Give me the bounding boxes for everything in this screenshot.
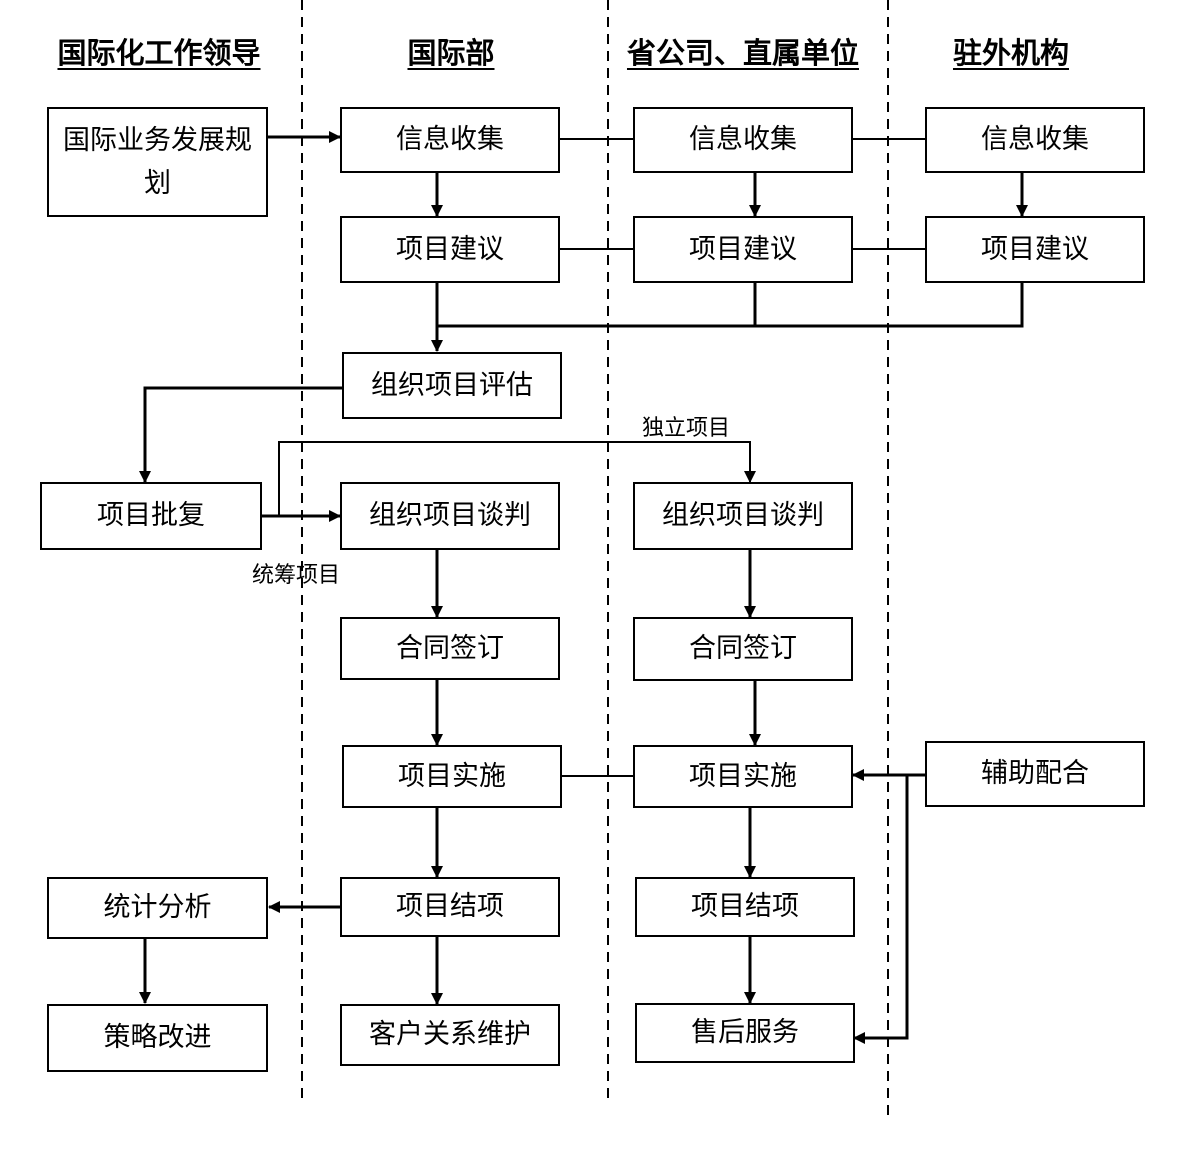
merge-prov-proposal [437, 282, 757, 328]
intl-contract-box: 合同签订 [340, 617, 560, 680]
independent-project-label: 独立项目 [642, 416, 731, 441]
coordinated-project-label: 统筹项目 [252, 563, 341, 588]
prov-info-collection-box: 信息收集 [633, 107, 853, 173]
lane-header-leadership: 国际化工作领导 [57, 36, 261, 70]
merge-over-proposal [755, 282, 1024, 328]
over-project-proposal-box: 项目建议 [925, 216, 1145, 283]
statistical-analysis-box: 统计分析 [47, 877, 268, 939]
prov-implementation-box: 项目实施 [633, 745, 853, 808]
arrow-independent-project [278, 441, 756, 515]
assist-cooperate-box: 辅助配合 [925, 741, 1145, 807]
lane-header-provincial: 省公司、直属单位 [626, 36, 859, 70]
over-info-collection-box: 信息收集 [925, 107, 1145, 173]
after-sales-service-box: 售后服务 [635, 1003, 855, 1063]
arrow-eval-to-approval [139, 386, 342, 483]
lane-header-intl-dept: 国际部 [407, 36, 495, 70]
customer-relations-box: 客户关系维护 [340, 1004, 560, 1066]
intl-project-proposal-box: 项目建议 [340, 216, 560, 283]
prov-project-proposal-box: 项目建议 [633, 216, 853, 283]
prov-project-close-box: 项目结项 [635, 877, 855, 937]
arrow-assist-to-aftersales [853, 775, 909, 1044]
intl-negotiation-box: 组织项目谈判 [340, 482, 560, 550]
prov-negotiation-box: 组织项目谈判 [633, 482, 853, 550]
lane-header-overseas: 驻外机构 [952, 36, 1069, 70]
intl-info-collection-box: 信息收集 [340, 107, 560, 173]
organize-evaluation-box: 组织项目评估 [342, 352, 562, 419]
prov-contract-box: 合同签订 [633, 617, 853, 681]
strategy-improvement-box: 策略改进 [47, 1004, 268, 1072]
intl-project-close-box: 项目结项 [340, 877, 560, 937]
intl-business-plan-box: 国际业务发展规划 [47, 107, 268, 217]
intl-implementation-box: 项目实施 [342, 745, 562, 808]
project-approval-box: 项目批复 [40, 482, 262, 550]
